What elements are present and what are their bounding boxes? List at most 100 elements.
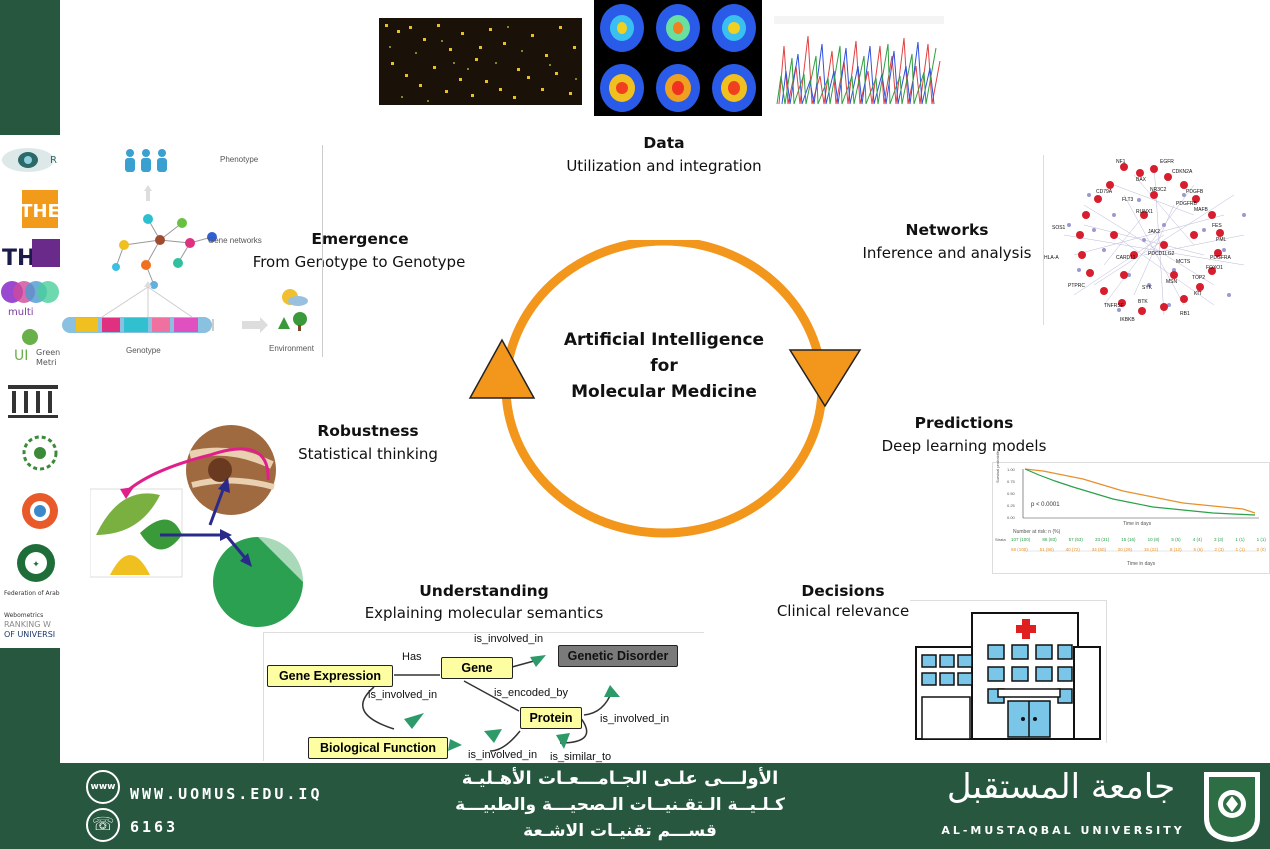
ai-cycle-ring bbox=[468, 240, 862, 538]
svg-text:PDCD1LG2: PDCD1LG2 bbox=[1148, 251, 1175, 257]
relation-is-involved-in-left: is_involved_in bbox=[368, 689, 438, 701]
survival-curve: 1.00 0.75 0.50 0.25 0.00 bbox=[1007, 467, 1259, 552]
svg-text:PTPRC: PTPRC bbox=[1068, 283, 1085, 289]
ranking-logos-image: R THE THE multi UI Green Metri ✦ Federat… bbox=[1, 148, 60, 639]
networks-title: Networks bbox=[905, 221, 989, 239]
svg-text:TOP2: TOP2 bbox=[1192, 275, 1205, 281]
svg-text:PML: PML bbox=[1216, 237, 1227, 243]
data-subtitle: Utilization and integration bbox=[566, 157, 762, 175]
svg-text:FOXO1: FOXO1 bbox=[1206, 265, 1223, 271]
node-biological-function: Biological Function bbox=[308, 737, 448, 759]
university-crest-icon bbox=[1204, 772, 1260, 842]
survival-ylabel: Survival probability bbox=[995, 449, 1000, 483]
svg-text:OF UNIVERSI: OF UNIVERSI bbox=[4, 630, 55, 639]
svg-text:MCTS: MCTS bbox=[1176, 259, 1191, 265]
website-link[interactable]: WWW.UOMUS.EDU.IQ bbox=[130, 785, 323, 803]
svg-text:CARD11: CARD11 bbox=[1116, 255, 1136, 261]
robustness-figure bbox=[90, 425, 303, 627]
relation-is-involved-in-bottom: is_involved_in bbox=[468, 749, 538, 761]
svg-text:BTK: BTK bbox=[1138, 299, 1148, 305]
phenotype-label: Phenotype bbox=[220, 155, 259, 164]
decisions-subtitle: Clinical relevance bbox=[776, 602, 910, 620]
data-title: Data bbox=[643, 134, 685, 152]
genotype-phenotype-figure: Phenotype Gene networks Genotype Environ… bbox=[62, 145, 323, 357]
relation-is-encoded-by: is_encoded_by bbox=[494, 687, 569, 699]
risk-table-xlabel: Time in days bbox=[1127, 561, 1156, 567]
relation-is-involved-in-right: is_involved_in bbox=[600, 713, 670, 725]
svg-text:✦: ✦ bbox=[32, 560, 40, 570]
risk-table-row-1: 107 (100)86 (83)57 (53)33 (31)15 (16)10 … bbox=[1011, 537, 1266, 542]
ontology-diagram: Gene Expression Gene Genetic Disorder Pr… bbox=[263, 632, 704, 763]
environment-label: Environment bbox=[269, 344, 314, 353]
svg-text:Webometrics: Webometrics bbox=[4, 612, 43, 619]
sequencing-chromatogram-image bbox=[774, 16, 944, 106]
svg-text:IKBKB: IKBKB bbox=[1120, 317, 1135, 323]
svg-text:KIT: KIT bbox=[1194, 291, 1202, 297]
svg-text:NF1: NF1 bbox=[1116, 159, 1126, 165]
node-genetic-disorder: Genetic Disorder bbox=[558, 645, 678, 667]
svg-text:PDGFRB: PDGFRB bbox=[1176, 201, 1198, 207]
relation-has: Has bbox=[402, 651, 422, 663]
svg-text:0.75: 0.75 bbox=[1007, 479, 1016, 484]
svg-text:CDKN2A: CDKN2A bbox=[1172, 169, 1193, 175]
center-title-line3: Molecular Medicine bbox=[571, 382, 757, 402]
risk-table-row-2: 58 (100)51 (90)40 (72)34 (50)20 (29)15 (… bbox=[1011, 547, 1266, 552]
globe-icon: www bbox=[86, 770, 120, 804]
svg-text:0.00: 0.00 bbox=[1007, 515, 1016, 520]
downward-triangle-icon bbox=[788, 349, 862, 408]
svg-text:SOS1: SOS1 bbox=[1052, 225, 1066, 231]
robustness-subtitle: Statistical thinking bbox=[298, 445, 438, 463]
emergence-subtitle: From Genotype to Genotype bbox=[252, 253, 466, 271]
svg-text:TNFRSF: TNFRSF bbox=[1104, 303, 1124, 309]
svg-text:FES: FES bbox=[1212, 223, 1222, 229]
brain-scan-image bbox=[594, 0, 762, 116]
understanding-title: Understanding bbox=[419, 582, 549, 600]
relation-is-similar-to: is_similar_to bbox=[550, 751, 612, 763]
svg-text:FLT3: FLT3 bbox=[1122, 197, 1134, 203]
svg-text:Metri: Metri bbox=[36, 358, 56, 367]
svg-text:THE: THE bbox=[20, 201, 60, 222]
predictions-title: Predictions bbox=[914, 414, 1014, 432]
svg-text:SYK: SYK bbox=[1142, 285, 1153, 291]
people-icon bbox=[125, 149, 167, 172]
svg-text:MSN: MSN bbox=[1166, 279, 1178, 285]
svg-text:PDGFB: PDGFB bbox=[1186, 189, 1204, 195]
svg-text:0.25: 0.25 bbox=[1007, 503, 1016, 508]
svg-text:RANKING W: RANKING W bbox=[4, 620, 51, 629]
microarray-image bbox=[379, 18, 582, 105]
university-arabic-name: جامعة المستقبل bbox=[946, 767, 1176, 807]
risk-table-title: Number at risk: n (%) bbox=[1013, 529, 1061, 535]
relation-is-involved-in-top: is_involved_in bbox=[474, 633, 544, 645]
networks-subtitle: Inference and analysis bbox=[862, 244, 1032, 262]
robustness-title: Robustness bbox=[317, 422, 419, 440]
svg-text:RUNX1: RUNX1 bbox=[1136, 209, 1153, 215]
svg-text:Green: Green bbox=[36, 348, 60, 357]
predictions-subtitle: Deep learning models bbox=[881, 437, 1047, 455]
svg-text:Federation of Arab: Federation of Arab bbox=[4, 590, 60, 597]
decisions-title: Decisions bbox=[801, 582, 885, 600]
svg-text:NR3C2: NR3C2 bbox=[1150, 187, 1167, 193]
center-title-line1: Artificial Intelligence bbox=[563, 330, 765, 350]
node-protein: Protein bbox=[520, 707, 582, 729]
pvalue-label: p < 0.0001 bbox=[1031, 502, 1060, 508]
svg-text:HLA-A: HLA-A bbox=[1044, 255, 1059, 261]
svg-text:EGFR: EGFR bbox=[1160, 159, 1174, 165]
svg-text:BAX: BAX bbox=[1136, 177, 1147, 183]
university-english-name: AL-MUSTAQBAL UNIVERSITY bbox=[941, 824, 1185, 837]
strata-label: Strata bbox=[995, 537, 1006, 542]
emergence-title: Emergence bbox=[311, 230, 409, 248]
hospital-icon bbox=[915, 612, 1101, 740]
svg-text:1.00: 1.00 bbox=[1007, 467, 1016, 472]
center-title-line2: for bbox=[650, 356, 678, 376]
arabic-line-2: كـلـيــة الـتقـنيــات الـصحيـــة والطبيـ… bbox=[455, 795, 785, 815]
svg-text:CD79A: CD79A bbox=[1096, 189, 1113, 195]
node-gene-expression: Gene Expression bbox=[267, 665, 393, 687]
svg-text:0.50: 0.50 bbox=[1007, 491, 1016, 496]
svg-text:R: R bbox=[50, 155, 57, 166]
svg-text:JAK2: JAK2 bbox=[1148, 229, 1160, 235]
svg-text:RB1: RB1 bbox=[1180, 311, 1190, 317]
svg-text:MAFB: MAFB bbox=[1194, 207, 1209, 213]
arabic-line-3: قســـم تقنيـات الاشـعة bbox=[523, 821, 717, 841]
